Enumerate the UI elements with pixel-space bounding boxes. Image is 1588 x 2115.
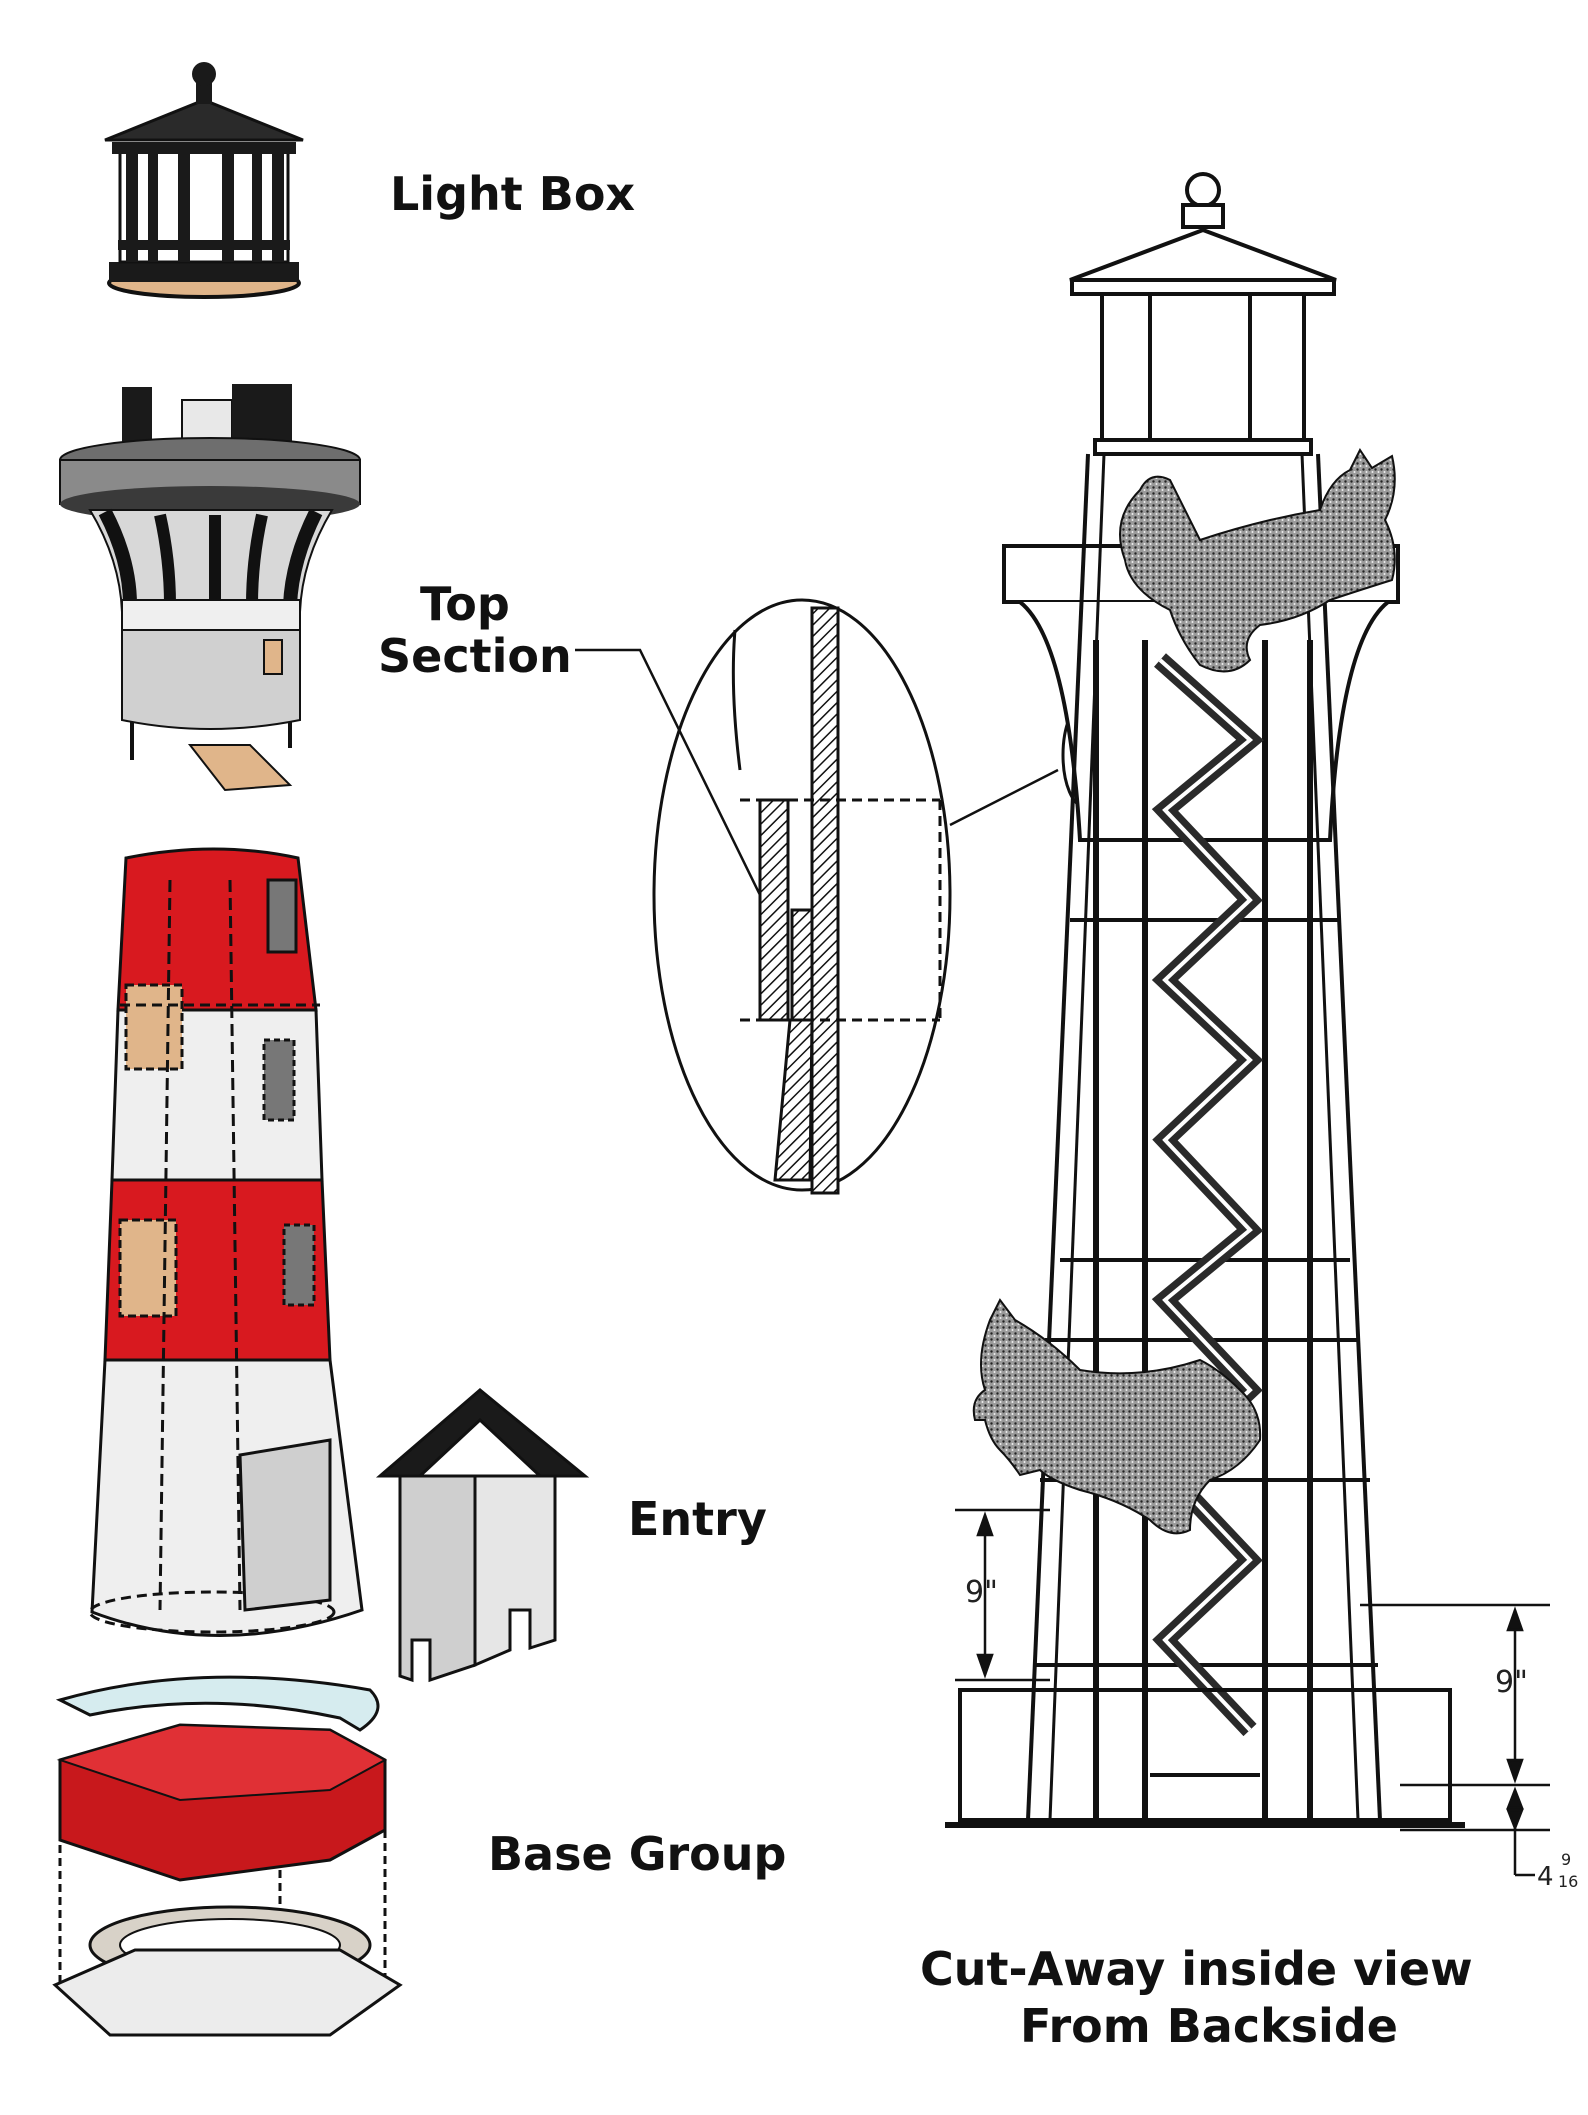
- dimension-label-left: 9": [965, 1575, 998, 1610]
- cat-silhouette-upper: [1119, 448, 1396, 673]
- dimension-label-right: 9": [1495, 1665, 1528, 1700]
- base-group-part: [52, 1675, 403, 2037]
- cat-silhouette-lower: [972, 1298, 1262, 1535]
- caption-line2: From Backside: [1020, 1999, 1398, 2053]
- caption-line1: Cut-Away inside view: [920, 1942, 1473, 1996]
- entry-part: [375, 1388, 590, 1683]
- dimension-label-bottom-num: 9: [1561, 1850, 1572, 1869]
- section-detail-callout: [575, 598, 1109, 1195]
- top-section-part: [59, 384, 361, 792]
- cutaway-tower-drawing: [945, 172, 1465, 1828]
- tower-body-part: [88, 847, 364, 1637]
- top-section-label-line2: Section: [378, 629, 572, 683]
- top-section-label-line1: Top: [420, 577, 510, 631]
- entry-label: Entry: [628, 1492, 767, 1546]
- dimension-label-bottom-den: 16: [1558, 1872, 1579, 1891]
- dimension-label-bottom-whole: 4: [1537, 1862, 1554, 1892]
- base-group-label: Base Group: [488, 1827, 787, 1881]
- light-box-label: Light Box: [390, 167, 636, 221]
- dimension-lines: [955, 1508, 1550, 1877]
- light-box-part: [104, 62, 304, 299]
